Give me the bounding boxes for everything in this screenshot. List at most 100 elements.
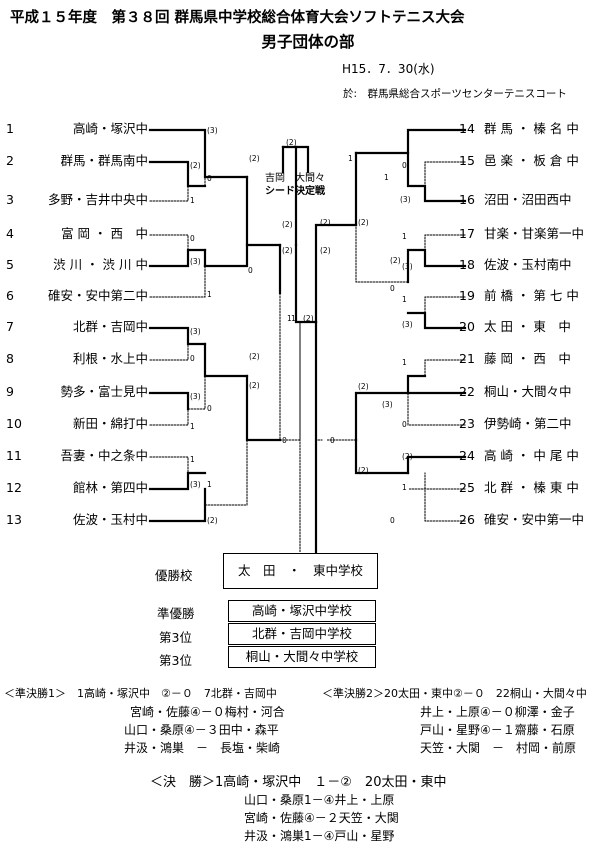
left-team-number: 3: [6, 192, 14, 207]
left-team-number: 5: [6, 257, 14, 272]
left-team-number: 8: [6, 351, 14, 366]
right-team-name: 藤 岡 ・ 西 中: [484, 351, 571, 366]
event-date: H15．7．30(水): [342, 62, 435, 76]
match-score: 0: [248, 266, 253, 275]
left-team-number: 2: [6, 153, 14, 168]
match-score: (2): [286, 138, 297, 147]
match-score: 1: [402, 295, 407, 304]
right-team-number: 20: [459, 319, 475, 334]
match-score: 0: [390, 284, 395, 293]
right-team-number: 23: [459, 416, 475, 431]
match-score: (2): [190, 161, 201, 170]
right-team-number: 16: [459, 192, 475, 207]
match-score: 0: [190, 234, 195, 243]
match-score: 0: [207, 174, 212, 183]
right-team-number: 26: [459, 512, 475, 527]
right-team-number: 15: [459, 153, 475, 168]
right-team-name: 佐波・玉村南中: [484, 257, 572, 272]
final-heading: ＜決 勝＞1高崎・塚沢中 １－② 20太田・東中: [150, 775, 447, 790]
match-score: 1: [291, 314, 296, 323]
left-team-name: 渋 川 ・ 渋 川 中: [53, 257, 148, 272]
match-score: (2): [282, 246, 293, 255]
match-score: 1: [207, 290, 212, 299]
right-team-number: 14: [459, 121, 475, 136]
left-team-name: 勢多・富士見中: [60, 384, 148, 399]
right-team-name: 沼田・沼田西中: [484, 192, 572, 207]
match-score: (2): [282, 220, 293, 229]
left-team-name: 新田・綿打中: [72, 416, 148, 431]
left-team-name: 多野・吉井中央中: [47, 192, 148, 207]
left-team-name: 群馬・群馬南中: [60, 153, 148, 168]
match-score: (2): [249, 154, 260, 163]
left-team-number: 7: [6, 319, 14, 334]
semi1-heading: ＜準決勝1＞ 1高崎・塚沢中 ②－０ 7北群・吉岡中: [4, 687, 277, 700]
semi2-line-3: 天笠・大関 － 村岡・前原: [420, 741, 577, 755]
match-score: 0: [402, 161, 407, 170]
right-team-number: 19: [459, 288, 475, 303]
semi1-line-3: 井汲・鴻巣 － 長塩・柴崎: [124, 741, 281, 755]
match-score: 1: [348, 154, 353, 163]
right-team-number: 17: [459, 226, 475, 241]
match-score: (3): [190, 392, 201, 401]
semi2-heading: ＜準決勝2＞20太田・東中②－０ 22桐山・大間々中: [322, 687, 587, 700]
match-score: (2): [402, 452, 413, 461]
match-score: 0: [190, 354, 195, 363]
match-score: (2): [207, 516, 218, 525]
match-score: 1: [402, 483, 407, 492]
left-team-number: 10: [6, 416, 22, 431]
match-score: (2): [320, 218, 331, 227]
final-line-2: 宮崎・佐藤④－２天笠・大関: [244, 811, 399, 825]
match-score: (2): [358, 466, 369, 475]
final-line-1: 山口・桑原1－④井上・上原: [244, 793, 395, 807]
match-score: 1: [384, 173, 389, 182]
right-team-number: 22: [459, 384, 475, 399]
right-team-name: 太 田 ・ 東 中: [484, 319, 571, 334]
match-score: (3): [207, 126, 218, 135]
right-team-name: 邑 楽 ・ 板 倉 中: [484, 153, 579, 168]
match-score: (2): [249, 352, 260, 361]
match-score: (2): [358, 218, 369, 227]
left-team-number: 1: [6, 121, 14, 136]
match-score: 0: [330, 436, 335, 445]
left-team-number: 13: [6, 512, 22, 527]
page-title: 平成１５年度 第３８回 群馬県中学校総合体育大会ソフトテニス大会: [10, 10, 465, 26]
match-score: 0: [390, 516, 395, 525]
tournament-bracket: [148, 128, 467, 554]
match-score: (3): [402, 320, 413, 329]
left-team-name: 佐波・玉村中: [72, 512, 148, 527]
right-team-number: 18: [459, 257, 475, 272]
match-score: (3): [190, 327, 201, 336]
right-team-name: 甘楽・甘楽第一中: [484, 226, 585, 241]
third-box-2: 桐山・大間々中学校: [228, 646, 376, 668]
match-score: (2): [358, 382, 369, 391]
event-venue: 於: 群馬県総合スポーツセンターテニスコート: [343, 88, 567, 100]
left-team-name: 吾妻・中之条中: [60, 448, 148, 463]
match-score: 0: [207, 404, 212, 413]
right-team-name: 北 群 ・ 榛 東 中: [484, 480, 579, 495]
right-team-name: 高 崎 ・ 中 尾 中: [484, 448, 579, 463]
final-line-3: 井汲・鴻巣1－④戸山・星野: [244, 829, 395, 843]
left-team-name: 富 岡 ・ 西 中: [61, 226, 148, 241]
left-team-name: 高崎・塚沢中: [72, 121, 148, 136]
third-label-2: 第3位: [159, 653, 192, 668]
left-team-number: 4: [6, 226, 14, 241]
left-team-name: 北群・吉岡中: [72, 319, 148, 334]
third-name-2: 桐山・大間々中学校: [245, 649, 359, 664]
left-team-number: 9: [6, 384, 14, 399]
left-team-name: 館林・第四中: [72, 480, 148, 495]
runner-label: 準優勝: [157, 606, 195, 621]
winner-box: 太 田 ・ 東中学校: [223, 553, 378, 589]
match-score: (3): [402, 262, 413, 271]
right-team-number: 25: [459, 480, 475, 495]
semi1-line-1: 宮崎・佐藤④－０梅村・河合: [130, 705, 285, 719]
semi2-line-1: 井上・上原④－０柳澤・金子: [420, 705, 575, 719]
right-team-number: 24: [459, 448, 475, 463]
match-score: 1: [190, 455, 195, 464]
right-team-name: 桐山・大間々中: [484, 384, 572, 399]
match-score: 0: [402, 420, 407, 429]
left-team-name: 碓安・安中第二中: [47, 288, 148, 303]
match-score: 1: [190, 422, 195, 431]
match-score: 1: [190, 196, 195, 205]
right-team-name: 群 馬 ・ 榛 名 中: [484, 121, 579, 136]
page-subtitle: 男子団体の部: [261, 33, 355, 51]
